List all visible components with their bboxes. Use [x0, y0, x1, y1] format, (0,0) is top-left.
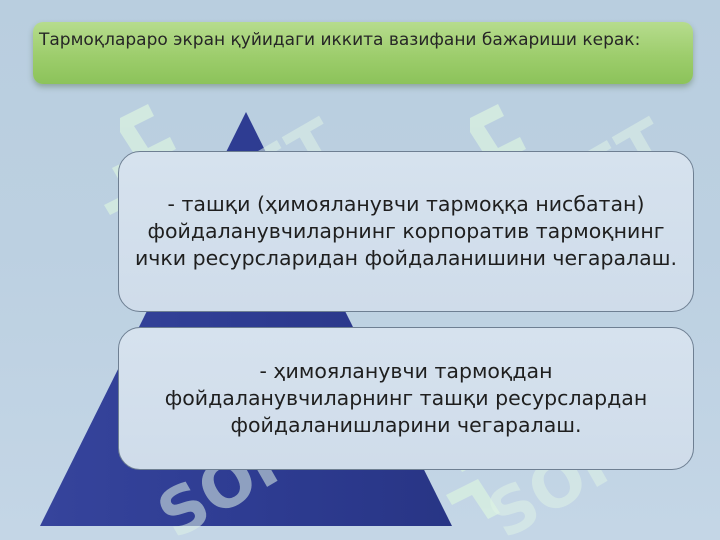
task-text-2: - ҳимояланувчи тармоқдан фойдаланувчилар… [164, 359, 648, 437]
slide-title: Тармоқлараро экран қуйидаги иккита вазиф… [39, 30, 641, 50]
title-bar: Тармоқлараро экран қуйидаги иккита вазиф… [33, 22, 693, 84]
task-text-1: - ташқи (ҳимояланувчи тармоққа нисбатан)… [134, 192, 678, 270]
task-box-2: - ҳимояланувчи тармоқдан фойдаланувчилар… [118, 327, 694, 470]
task-box-1: - ташқи (ҳимояланувчи тармоққа нисбатан)… [118, 151, 694, 312]
